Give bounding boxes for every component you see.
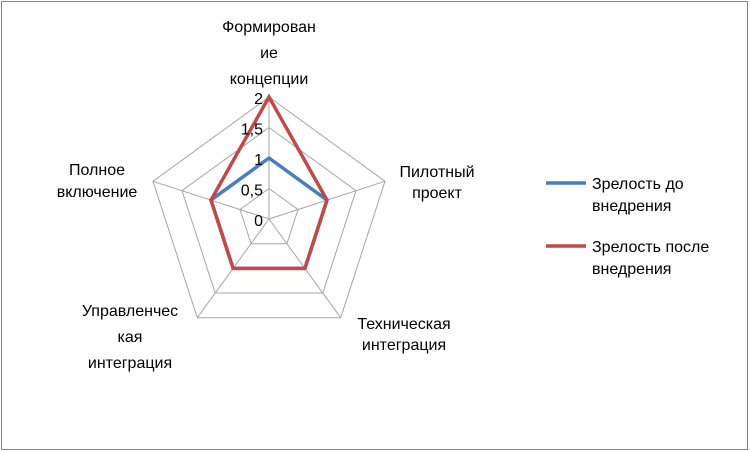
- category-label: Пилотный проект: [399, 164, 474, 202]
- category-label-line: Полное: [69, 162, 125, 179]
- tick-label: 2: [254, 91, 263, 108]
- tick-label: 0,5: [241, 183, 263, 200]
- legend-label-line: Зрелость до: [592, 176, 684, 193]
- series-line-2: [209, 93, 329, 271]
- category-label-line: Пилотный: [399, 164, 474, 181]
- category-label-line: ие: [260, 45, 278, 62]
- legend-label-line: внедрения: [592, 261, 671, 278]
- grid-ring: [239, 187, 299, 245]
- category-label-line: Управленчес: [82, 303, 178, 320]
- category-label: Техническая интеграция: [357, 316, 450, 354]
- category-label: Полное включение: [57, 162, 138, 201]
- legend-label-line: внедрения: [592, 198, 671, 215]
- category-label: Управленчес кая интеграция: [82, 303, 178, 372]
- grid-ring: [152, 96, 386, 319]
- legend-label-line: Зрелость после: [592, 239, 709, 256]
- category-label-line: интеграция: [362, 337, 446, 354]
- category-label-line: концепции: [230, 71, 309, 88]
- tick-label: 0: [254, 213, 263, 230]
- category-label-line: Техническая: [357, 316, 450, 333]
- tick-label: 1,5: [241, 122, 263, 139]
- category-label: Формирован ие концепции: [222, 19, 316, 88]
- grid-ring: [181, 126, 357, 294]
- radial-tick-labels: 0 0,5 1 1,5 2: [241, 91, 263, 230]
- category-label-line: интеграция: [88, 355, 172, 372]
- category-label-line: кая: [118, 329, 143, 346]
- category-label-line: Формирован: [222, 19, 316, 36]
- legend-label-2: Зрелость после внедрения: [592, 239, 709, 278]
- category-label-line: проект: [412, 185, 463, 202]
- radar-series: [208, 93, 330, 271]
- tick-label: 1: [254, 152, 263, 169]
- category-label-line: включение: [57, 184, 138, 201]
- legend-label-1: Зрелость до внедрения: [592, 176, 684, 215]
